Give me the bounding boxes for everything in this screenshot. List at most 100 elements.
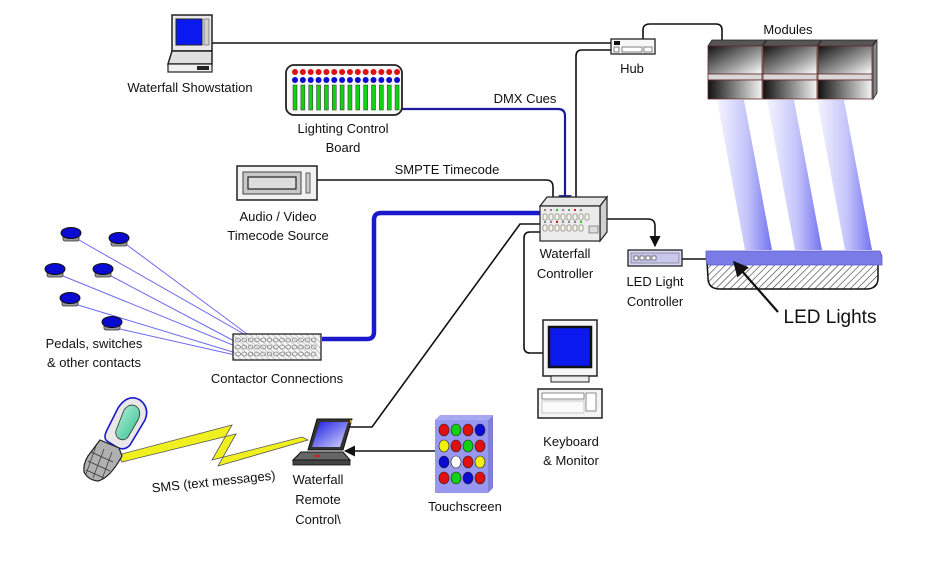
controller-port: [584, 213, 590, 221]
contactor-pin: [260, 337, 266, 343]
showstation[interactable]: Waterfall Showstation: [127, 14, 253, 95]
touchscreen-button-blue[interactable]: [438, 455, 450, 469]
contactor-pin: [273, 344, 279, 350]
contactor-pin: [273, 351, 279, 357]
controller-port: [554, 224, 560, 232]
touchscreen-button-green[interactable]: [450, 423, 462, 437]
light-beam: [817, 100, 872, 250]
av-source-label-2: Timecode Source: [227, 228, 328, 243]
keyboard-icon: [537, 388, 603, 419]
touchscreen-button-yellow[interactable]: [474, 455, 486, 469]
controller-led: [556, 221, 558, 223]
contactor-pin: [241, 337, 248, 343]
controller-led: [544, 209, 546, 211]
pedal-switch[interactable]: [92, 263, 114, 278]
wire-hub-controller: [575, 49, 618, 200]
wire-controller-ledctrl: [600, 218, 661, 248]
board-knob-blue: [394, 77, 401, 83]
board-knob-red: [378, 69, 385, 75]
board-fader: [355, 84, 361, 111]
av-timecode-source[interactable]: Audio / Video Timecode Source: [227, 165, 329, 243]
led-controller-label-1: LED Light: [626, 274, 683, 289]
led-strip: [705, 250, 883, 266]
touchscreen-button-red[interactable]: [462, 423, 474, 437]
contactor-pin: [304, 351, 310, 357]
touchscreen-button-red[interactable]: [474, 471, 486, 485]
touchscreen-button-red[interactable]: [474, 439, 486, 453]
led-light-controller[interactable]: LED Light Controller: [626, 249, 684, 309]
controller-port: [554, 213, 560, 221]
touchscreen[interactable]: Touchscreen: [428, 415, 502, 514]
module-unit[interactable]: [707, 39, 767, 100]
wires: [212, 23, 723, 457]
touchscreen-button-green[interactable]: [450, 471, 462, 485]
contactor-pin: [273, 337, 279, 343]
contactor-pin: [241, 344, 248, 350]
light-beams: [717, 100, 872, 250]
showstation-label: Waterfall Showstation: [127, 80, 252, 95]
mobile-phone[interactable]: [83, 397, 148, 482]
touchscreen-button-blue[interactable]: [462, 471, 474, 485]
touchscreen-top: [435, 415, 493, 420]
controller-port: [572, 213, 578, 221]
board-knob-red: [386, 69, 393, 75]
contactor-connections[interactable]: Contactor Connections: [211, 333, 344, 386]
modules[interactable]: Modules: [707, 22, 878, 101]
keyboard-monitor[interactable]: Keyboard & Monitor: [537, 319, 603, 468]
board-fader: [363, 84, 368, 111]
waterfall-remote-control[interactable]: Waterfall Remote Control\: [291, 418, 353, 527]
controller-led: [568, 221, 570, 223]
contactor-pin: [266, 337, 273, 343]
pedal-switch[interactable]: [44, 263, 66, 278]
board-fader: [324, 84, 329, 111]
board-knob-red: [315, 69, 322, 75]
contactor-pin: [235, 337, 241, 343]
module-unit[interactable]: [817, 39, 877, 100]
waterfall-controller[interactable]: Waterfall Controller: [537, 195, 609, 281]
controller-label-1: Waterfall: [540, 246, 591, 261]
led-lights[interactable]: LED Lights: [705, 250, 883, 328]
hub[interactable]: Hub: [610, 38, 656, 76]
board-knob-blue: [362, 77, 369, 83]
controller-port: [566, 213, 572, 221]
touchscreen-button-red[interactable]: [438, 471, 450, 485]
light-beam: [717, 100, 772, 250]
controller-port: [578, 213, 584, 221]
module-unit[interactable]: [762, 39, 822, 100]
touchscreen-button-white[interactable]: [450, 455, 462, 469]
touchscreen-button-yellow[interactable]: [438, 439, 450, 453]
touchscreen-button-blue[interactable]: [474, 423, 486, 437]
touchscreen-button-red[interactable]: [438, 423, 450, 437]
contactor-pin: [292, 344, 298, 350]
touchscreen-button-green[interactable]: [462, 439, 474, 453]
remote-label-3: Control\: [295, 512, 341, 527]
pedal-switch[interactable]: [59, 292, 81, 307]
controller-led: [580, 221, 582, 223]
dmx-label: DMX Cues: [494, 91, 557, 106]
board-knob-blue: [315, 77, 322, 83]
pedal-switch[interactable]: [60, 227, 82, 242]
contactor-pin: [310, 337, 317, 343]
av-source-label-1: Audio / Video: [239, 209, 316, 224]
led-controller-label-2: Controller: [627, 294, 684, 309]
keyboard-monitor-label-2: & Monitor: [543, 453, 599, 468]
touchscreen-button-red[interactable]: [462, 455, 474, 469]
pedal-switch[interactable]: [108, 232, 130, 247]
contactor-pin: [285, 337, 292, 343]
board-knob-red: [331, 69, 338, 75]
contact-lines: [62, 239, 266, 358]
board-knob-blue: [370, 77, 377, 83]
controller-led: [574, 221, 576, 223]
light-beam: [767, 100, 822, 250]
board-knob-red: [299, 69, 306, 75]
hub-label: Hub: [620, 61, 644, 76]
touchscreen-button-red[interactable]: [450, 439, 462, 453]
controller-port: [542, 213, 548, 221]
smpte-label: SMPTE Timecode: [395, 162, 500, 177]
pedal-switch[interactable]: [101, 316, 123, 331]
lighting-control-board[interactable]: Lighting Control Board: [285, 64, 403, 155]
controller-led: [544, 221, 546, 223]
board-knob-blue: [378, 77, 385, 83]
contactor-pin: [235, 351, 241, 357]
